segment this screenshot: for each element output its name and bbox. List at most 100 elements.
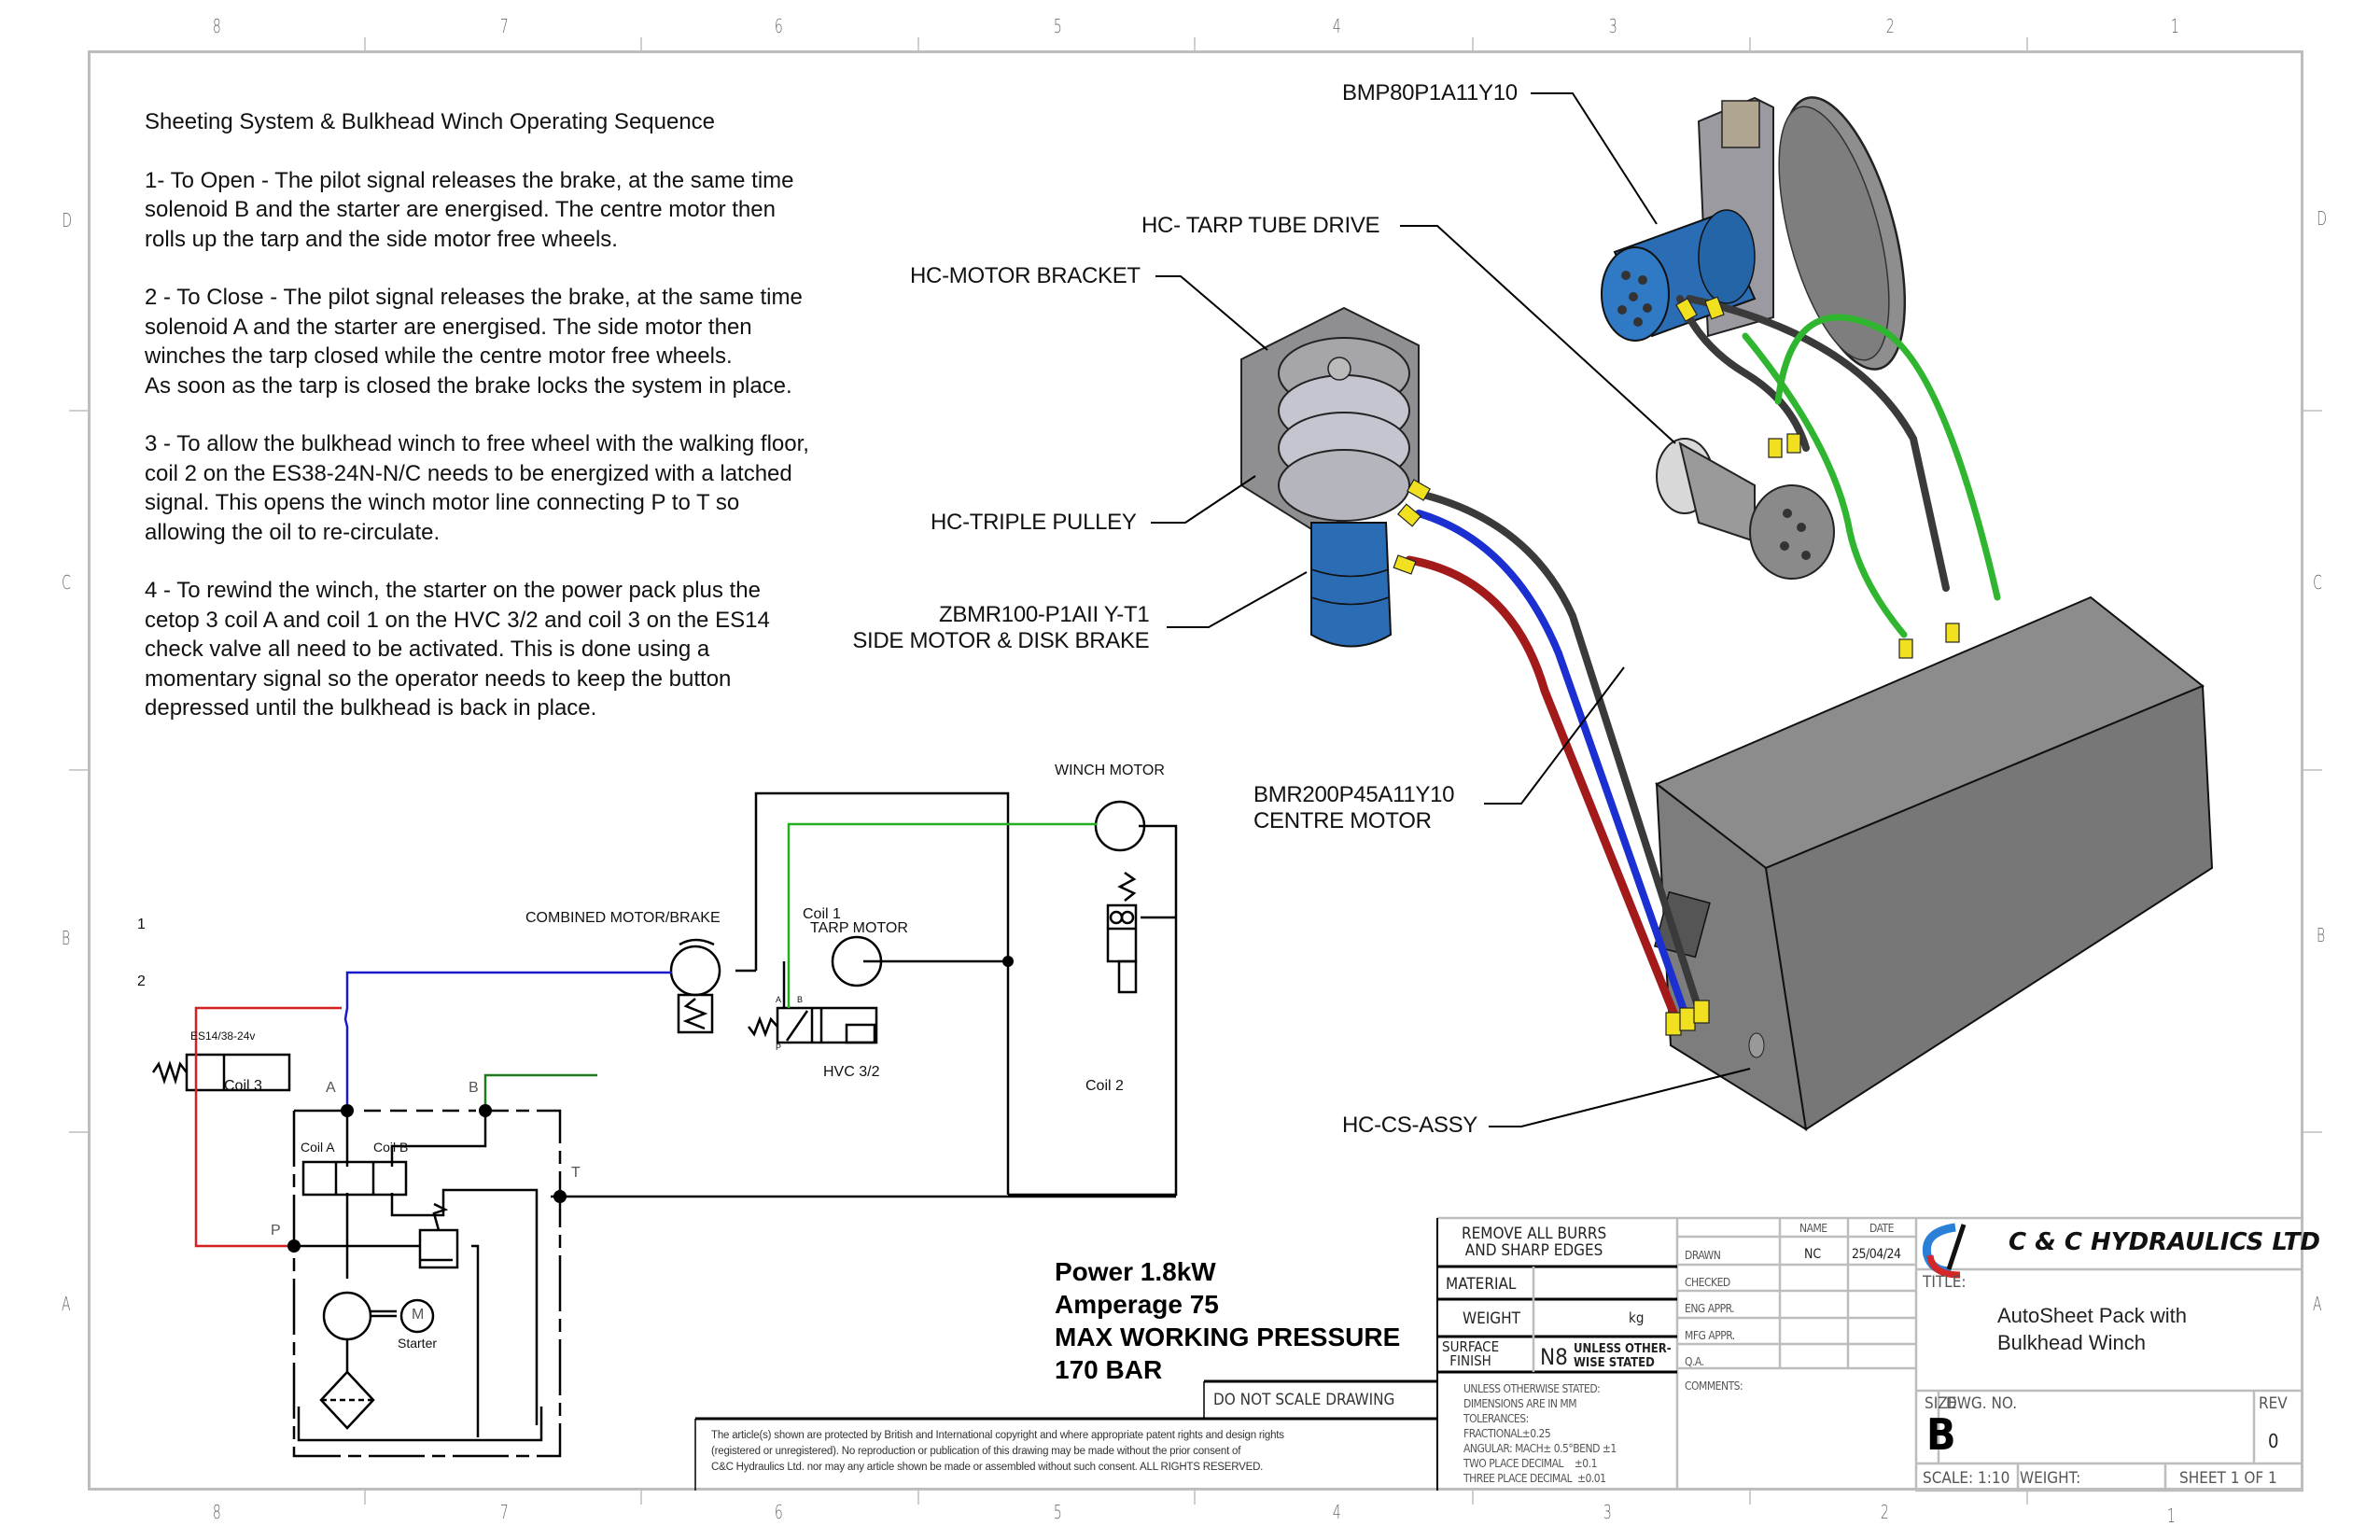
sequence-step-1: 1- To Open - The pilot signal releases t… bbox=[145, 166, 891, 255]
company-name: C & C HYDRAULICS LTD bbox=[2009, 1228, 2321, 1256]
tolerance-line: DIMENSIONS ARE IN MM bbox=[1463, 1397, 1577, 1410]
zone-col-top: 5 bbox=[1053, 15, 1062, 37]
row-drawn-name: NC bbox=[1804, 1247, 1822, 1262]
surface-finish-value: N8 bbox=[1540, 1344, 1568, 1370]
zone-col-top: 7 bbox=[499, 15, 509, 37]
sequence-step-4: 4 - To rewind the winch, the starter on … bbox=[145, 576, 891, 723]
sequence-line: 2 - To Close - The pilot signal releases… bbox=[145, 285, 803, 310]
port-a-label: A bbox=[326, 1080, 336, 1096]
sequence-line: cetop 3 coil A and coil 1 on the HVC 3/2… bbox=[145, 607, 770, 633]
tarp-tube-drive-render bbox=[1656, 438, 1835, 580]
callout-centre-motor-part: BMR200P45A11Y10 bbox=[1253, 782, 1455, 807]
tolerance-line: THREE PLACE DECIMAL ±0.01 bbox=[1463, 1472, 1606, 1485]
spec-pressure-value: 170 BAR bbox=[1055, 1355, 1163, 1384]
callout-leaders bbox=[1151, 92, 1751, 1127]
zone-col-bottom: 2 bbox=[1880, 1501, 1889, 1523]
label-coil-1: Coil 1 bbox=[803, 906, 841, 922]
drawing-title-line: AutoSheet Pack with bbox=[1997, 1304, 2188, 1327]
zone-row-left: C bbox=[62, 571, 71, 594]
centre-motor-drive-render bbox=[1601, 96, 1907, 371]
dwg-no-label: DWG. NO. bbox=[1946, 1394, 2018, 1413]
label-winch-motor: WINCH MOTOR bbox=[1055, 763, 1165, 778]
label-hvc: HVC 3/2 bbox=[823, 1064, 880, 1080]
col-name-header: NAME bbox=[1799, 1222, 1827, 1235]
surface-finish-note: UNLESS OTHER- WISE STATED bbox=[1574, 1342, 1672, 1370]
hose-fittings-render bbox=[1393, 296, 1960, 1036]
drawing-title-line: Bulkhead Winch bbox=[1997, 1331, 2146, 1354]
tolerance-line: ANGULAR: MACH± 0.5°BEND ±1 bbox=[1463, 1442, 1617, 1455]
remove-burrs-line: REMOVE ALL BURRS bbox=[1462, 1225, 1607, 1243]
zone-col-top: 6 bbox=[774, 15, 783, 37]
schematic-row-1: 1 bbox=[137, 917, 146, 932]
hydraulic-schematic bbox=[151, 791, 1178, 1458]
rev-label: REV bbox=[2259, 1394, 2288, 1413]
zone-col-top: 2 bbox=[1885, 15, 1895, 37]
rev-value: 0 bbox=[2268, 1430, 2279, 1452]
sequence-heading: Sheeting System & Bulkhead Winch Operati… bbox=[145, 109, 716, 134]
motor-m-label: M bbox=[412, 1307, 425, 1323]
label-tarp-motor: TARP MOTOR bbox=[810, 920, 908, 936]
sequence-line: 1- To Open - The pilot signal releases t… bbox=[145, 167, 794, 193]
zone-col-bottom: 5 bbox=[1053, 1501, 1062, 1523]
label-starter: Starter bbox=[398, 1336, 438, 1351]
sequence-line: 4 - To rewind the winch, the starter on … bbox=[145, 578, 761, 603]
drawing-title: AutoSheet Pack with Bulkhead Winch bbox=[1997, 1302, 2187, 1356]
callout-centre-motor-desc: CENTRE MOTOR bbox=[1253, 808, 1432, 833]
zone-col-bottom: 1 bbox=[2166, 1505, 2176, 1527]
zone-row-right: C bbox=[2313, 571, 2322, 594]
scale-value: SCALE: 1:10 bbox=[1923, 1469, 2010, 1488]
sequence-step-2: 2 - To Close - The pilot signal releases… bbox=[145, 283, 891, 400]
weight-label: WEIGHT bbox=[1463, 1309, 1520, 1328]
zone-col-bottom: 8 bbox=[212, 1501, 221, 1523]
label-es14: ES14/38-24v bbox=[190, 1029, 256, 1043]
label-coil-2: Coil 2 bbox=[1085, 1078, 1124, 1094]
copyright-line: The article(s) shown are protected by Br… bbox=[711, 1430, 1284, 1441]
callout-bmp80: BMP80P1A11Y10 bbox=[1342, 80, 1518, 105]
material-label: MATERIAL bbox=[1446, 1275, 1517, 1294]
tolerance-line: UNLESS OTHERWISE STATED: bbox=[1463, 1382, 1601, 1395]
remove-burrs-note: REMOVE ALL BURRS AND SHARP EDGES bbox=[1462, 1225, 1606, 1259]
callout-triple-pulley: HC-TRIPLE PULLEY bbox=[931, 510, 1137, 535]
drawing-border bbox=[88, 50, 2303, 1491]
sheet-number: SHEET 1 OF 1 bbox=[2179, 1469, 2277, 1488]
hvc-port-a-label: A bbox=[776, 995, 782, 1004]
callout-side-motor-part: ZBMR100-P1AII Y-T1 bbox=[939, 602, 1150, 627]
tolerance-line: TWO PLACE DECIMAL ±0.1 bbox=[1463, 1457, 1597, 1470]
row-eng-appr-label: ENG APPR. bbox=[1685, 1302, 1735, 1315]
zone-row-left: A bbox=[62, 1293, 71, 1315]
weight-unit: kg bbox=[1629, 1309, 1645, 1326]
zone-col-bottom: 4 bbox=[1332, 1501, 1341, 1523]
side-motor-pulley-render bbox=[1240, 306, 1420, 648]
hoses-render bbox=[1405, 295, 2001, 1022]
surface-finish-label: SURFACE FINISH bbox=[1442, 1340, 1499, 1368]
copyright-notice: The article(s) shown are protected by Br… bbox=[711, 1428, 1439, 1476]
callout-side-motor-desc: SIDE MOTOR & DISK BRAKE bbox=[852, 628, 1150, 653]
hvc-port-p-label: P bbox=[776, 1043, 782, 1052]
col-date-header: DATE bbox=[1869, 1222, 1894, 1235]
callout-tarp-tube-drive: HC- TARP TUBE DRIVE bbox=[1141, 213, 1380, 238]
callout-motor-bracket: HC-MOTOR BRACKET bbox=[910, 263, 1141, 288]
label-combined-motor-brake: COMBINED MOTOR/BRAKE bbox=[525, 910, 721, 926]
tolerance-line: FRACTIONAL±0.25 bbox=[1463, 1427, 1551, 1440]
comments-label: COMMENTS: bbox=[1685, 1379, 1743, 1393]
sequence-line: As soon as the tarp is closed the brake … bbox=[145, 372, 792, 399]
size-label: SIZE bbox=[1925, 1394, 1957, 1413]
label-coil-3: Coil 3 bbox=[224, 1078, 262, 1094]
copyright-line: C&C Hydraulics Ltd. nor may any article … bbox=[711, 1462, 1264, 1473]
weight-field-label: WEIGHT: bbox=[2020, 1469, 2081, 1488]
sequence-line: check valve all need to be activated. Th… bbox=[145, 637, 710, 662]
operating-sequence: Sheeting System & Bulkhead Winch Operati… bbox=[145, 107, 891, 752]
power-pack-box-render bbox=[1653, 595, 2214, 1131]
sequence-line: 3 - To allow the bulkhead winch to free … bbox=[145, 431, 809, 456]
title-block-grid bbox=[694, 1216, 2303, 1492]
zone-row-right: D bbox=[2317, 207, 2328, 230]
tolerance-line: TOLERANCES: bbox=[1463, 1412, 1529, 1425]
zone-col-top: 4 bbox=[1332, 15, 1341, 37]
spec-amperage: Amperage 75 bbox=[1055, 1290, 1219, 1319]
row-drawn-date: 25/04/24 bbox=[1852, 1247, 1901, 1262]
zone-col-top: 3 bbox=[1608, 15, 1617, 37]
zone-col-top: 8 bbox=[212, 15, 221, 37]
sequence-line: solenoid A and the starter are energised… bbox=[145, 314, 752, 340]
sequence-line: rolls up the tarp and the side motor fre… bbox=[145, 226, 618, 252]
